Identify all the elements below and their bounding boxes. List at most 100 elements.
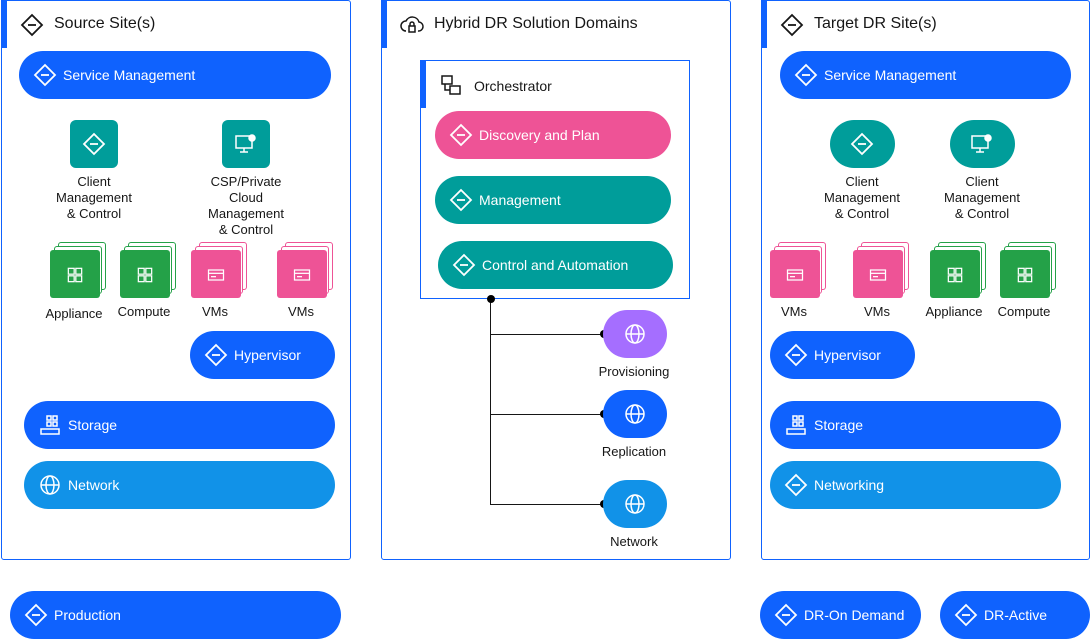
source-panel-title: Source Site(s) [54,15,156,32]
source-network-label: Network [68,477,120,493]
connector-network [490,504,604,505]
target-hypervisor-button[interactable]: Hypervisor [770,331,915,379]
production-button[interactable]: Production [10,591,341,639]
hybrid-panel-header: Hybrid DR Solution Domains [381,0,730,49]
source-vms-stack-1[interactable] [191,242,249,298]
hybrid-panel-title: Hybrid DR Solution Domains [434,15,638,32]
target-compute-stack[interactable] [1000,242,1058,298]
storage-icon [784,413,808,437]
globe-icon [623,402,647,426]
diamond-minus-icon [82,132,106,156]
target-vms-label-1: VMs [781,304,807,319]
grid-icon [1015,265,1035,285]
diamond-minus-icon [784,473,808,497]
control-automation-label: Control and Automation [482,257,629,273]
grid-icon [945,265,965,285]
target-appliance-label: Appliance [925,304,983,319]
source-hypervisor-label: Hypervisor [234,347,301,363]
connector-provisioning [490,334,604,335]
grid-icon [135,265,155,285]
source-appliance-label: Appliance [45,306,103,321]
production-label: Production [54,607,121,623]
diamond-minus-icon [33,63,57,87]
target-networking-label: Networking [814,477,885,493]
connector-dot [487,295,495,303]
diamond-minus-icon [204,343,228,367]
dr-on-demand-button[interactable]: DR-On Demand [760,591,921,639]
diamond-minus-icon [784,343,808,367]
storage-icon [38,413,62,437]
replication-node[interactable] [603,390,667,438]
source-panel-header: Source Site(s) [1,0,350,49]
globe-icon [623,492,647,516]
source-storage-button[interactable]: Storage [24,401,335,449]
card-icon [292,265,312,285]
dr-on-demand-label: DR-On Demand [804,607,905,623]
card-icon [206,265,226,285]
source-service-management-label: Service Management [63,67,196,83]
target-client-mgmt-node-2[interactable] [950,120,1015,168]
card-icon [785,265,805,285]
target-appliance-stack[interactable] [930,242,988,298]
target-compute-label: Compute [997,304,1051,319]
hybrid-network-node[interactable] [603,480,667,528]
source-client-mgmt-node[interactable] [70,120,118,168]
diamond-minus-icon [24,603,48,627]
source-appliance-stack[interactable] [50,242,108,298]
diamond-minus-icon [449,123,473,147]
target-hypervisor-label: Hypervisor [814,347,881,363]
discovery-plan-button[interactable]: Discovery and Plan [435,111,671,159]
management-button[interactable]: Management [435,176,671,224]
source-vms-label-2: VMs [288,304,314,319]
card-icon [868,265,888,285]
source-service-management-button[interactable]: Service Management [19,51,331,99]
source-hypervisor-button[interactable]: Hypervisor [190,331,335,379]
diamond-minus-icon [452,253,476,277]
diamond-minus-icon [780,13,804,37]
provisioning-label: Provisioning [598,364,670,379]
source-network-button[interactable]: Network [24,461,335,509]
network-globe-icon [38,473,62,497]
target-vms-stack-2[interactable] [853,242,911,298]
diamond-minus-icon [774,603,798,627]
source-compute-label: Compute [117,304,171,319]
monitor-gear-icon [234,132,258,156]
orchestrator-icon [439,73,463,97]
discovery-plan-label: Discovery and Plan [479,127,600,143]
control-automation-button[interactable]: Control and Automation [438,241,673,289]
diamond-minus-icon [449,188,473,212]
dr-active-button[interactable]: DR-Active [940,591,1090,639]
replication-label: Replication [601,444,667,459]
provisioning-node[interactable] [603,310,667,358]
connector-replication [490,414,604,415]
target-storage-label: Storage [814,417,864,433]
diamond-minus-icon [850,132,874,156]
target-service-management-button[interactable]: Service Management [780,51,1071,99]
target-vms-stack-1[interactable] [770,242,828,298]
orchestrator-title: Orchestrator [474,78,552,94]
source-vms-label-1: VMs [202,304,228,319]
target-client-mgmt-node-1[interactable] [830,120,895,168]
management-label: Management [479,192,561,208]
connector-vertical [490,299,491,505]
grid-icon [65,265,85,285]
dr-active-label: DR-Active [984,607,1048,623]
source-csp-mgmt-node[interactable] [222,120,270,168]
target-vms-label-2: VMs [864,304,890,319]
target-panel-header: Target DR Site(s) [761,0,1089,49]
target-storage-button[interactable]: Storage [770,401,1061,449]
monitor-gear-icon [970,132,994,156]
target-service-management-label: Service Management [824,67,957,83]
target-networking-button[interactable]: Networking [770,461,1061,509]
source-storage-label: Storage [68,417,118,433]
source-compute-stack[interactable] [120,242,178,298]
cloud-lock-icon [400,13,424,37]
source-vms-stack-2[interactable] [277,242,335,298]
target-panel-title: Target DR Site(s) [814,15,937,32]
diamond-minus-icon [954,603,978,627]
diamond-minus-icon [20,13,44,37]
